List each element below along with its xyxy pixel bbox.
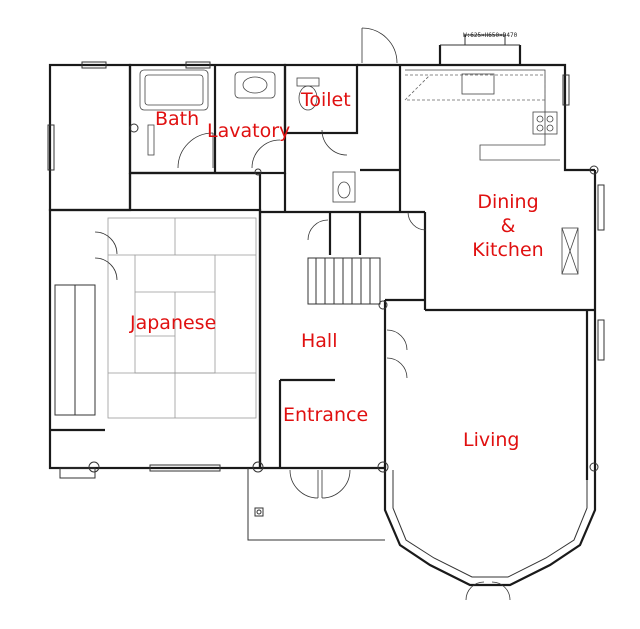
windows	[47, 34, 605, 479]
room-label-dining-line2: &	[500, 215, 516, 237]
room-label-entrance: Entrance	[283, 404, 369, 426]
door-swings	[94, 27, 511, 601]
room-label-hall: Hall	[301, 330, 338, 352]
room-label-bath: Bath	[155, 108, 200, 130]
room-label-toilet: Toilet	[301, 89, 351, 111]
room-label-dining-line1: Dining	[477, 191, 539, 213]
fixtures	[139, 69, 579, 275]
room-label-dining-kitchen: Dining & Kitchen	[466, 190, 550, 262]
staircase	[307, 257, 381, 305]
exterior-walls	[48, 44, 597, 587]
room-label-dining-line3: Kitchen	[472, 239, 544, 261]
room-label-japanese: Japanese	[130, 312, 217, 334]
window-spec-annotation: W:625×H650×D470	[463, 32, 518, 39]
room-label-living: Living	[463, 429, 520, 451]
room-label-lavatory: Lavatory	[207, 120, 291, 142]
columns	[88, 123, 599, 517]
tatami-mats	[54, 217, 257, 419]
